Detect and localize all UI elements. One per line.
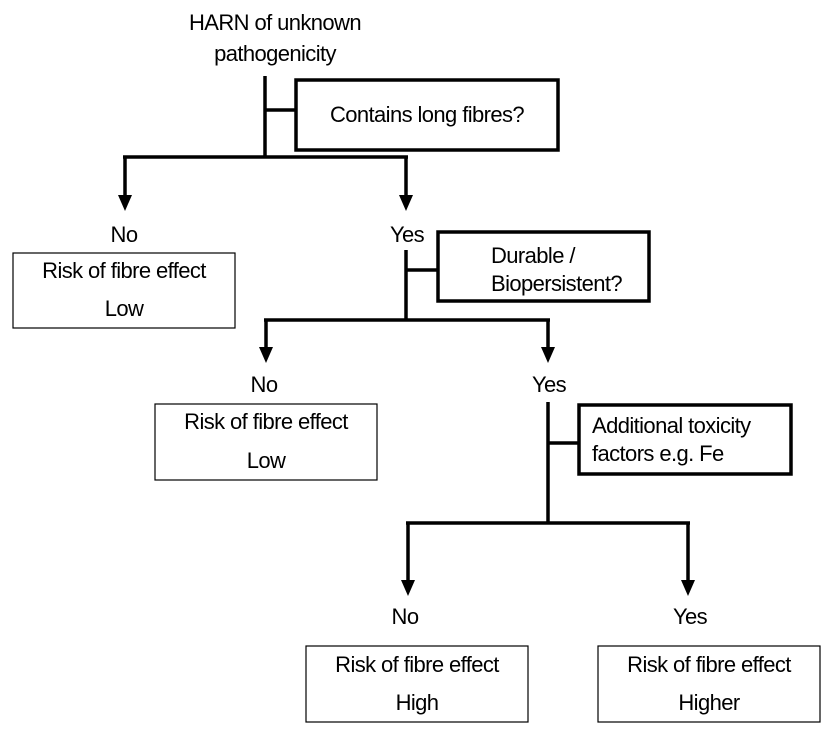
branch-label-yes-3: Yes (673, 604, 708, 629)
question-box-toxicity (577, 403, 793, 476)
question-box-durable (436, 230, 651, 303)
connector-level1 (118, 76, 413, 211)
question-box-long-fibres (294, 78, 560, 152)
question-long-fibres-text: Contains long fibres? (330, 102, 524, 127)
result-box-high (305, 645, 529, 723)
result-box-higher (597, 645, 821, 723)
connector-level3 (401, 402, 695, 596)
result-high-line1: Risk of fibre effect (335, 652, 499, 677)
result-box-low-2 (154, 403, 378, 481)
result-higher-line1: Risk of fibre effect (627, 652, 791, 677)
question-durable-line2: Biopersistent? (491, 271, 622, 296)
question-durable-line1: Durable / (491, 243, 576, 268)
branch-label-yes-1: Yes (390, 222, 425, 247)
branch-label-no-3: No (392, 604, 419, 629)
result-higher-line2: Higher (678, 690, 739, 715)
result-box-low-1 (12, 252, 236, 329)
result-low-2-line2: Low (247, 448, 286, 473)
result-low-2-line1: Risk of fibre effect (184, 409, 348, 434)
result-low-1-line2: Low (105, 296, 144, 321)
question-toxicity-line1: Additional toxicity (592, 413, 751, 438)
question-toxicity-line2: factors e.g. Fe (592, 441, 724, 466)
root-label-line1: HARN of unknown (189, 10, 361, 35)
branch-label-yes-2: Yes (532, 372, 567, 397)
root-label-line2: pathogenicity (214, 41, 336, 66)
result-low-1-line1: Risk of fibre effect (42, 258, 206, 283)
branch-label-no-2: No (251, 372, 278, 397)
branch-label-no-1: No (111, 222, 138, 247)
result-high-line2: High (396, 690, 439, 715)
connector-level2 (259, 250, 555, 363)
